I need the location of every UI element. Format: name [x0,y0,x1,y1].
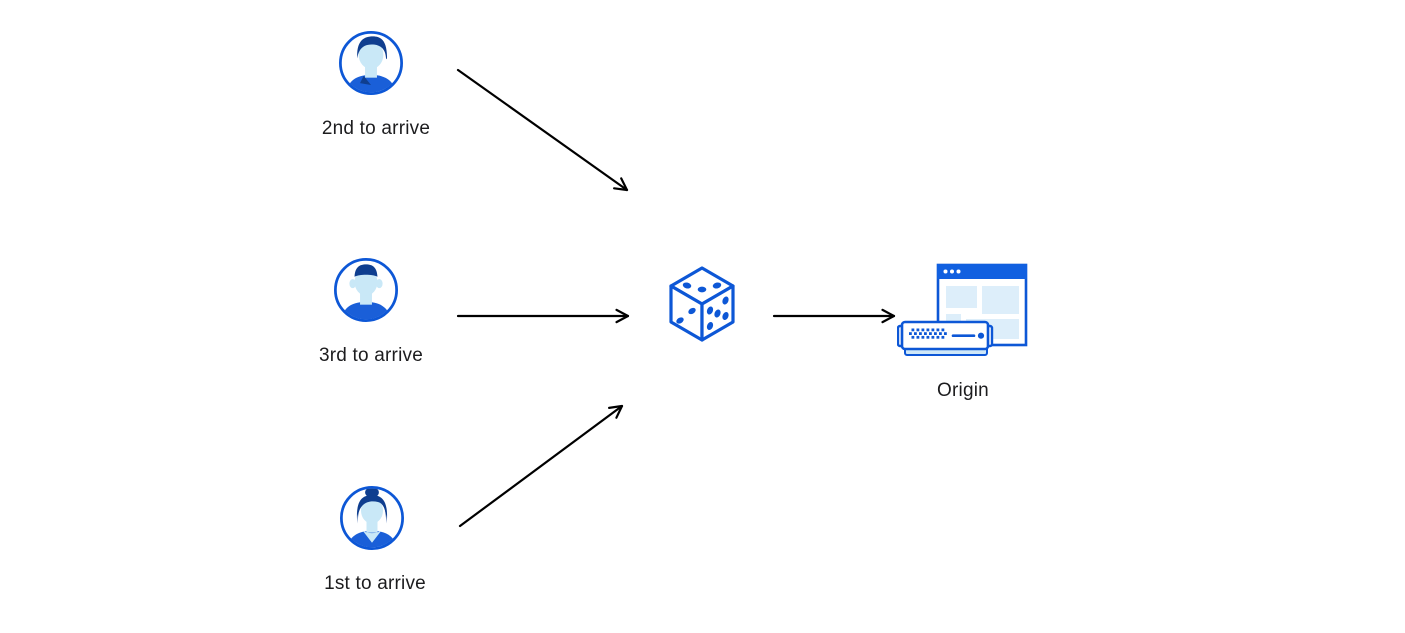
node-randomizer [667,264,737,351]
node-visitor-1st: 1st to arrive [324,485,426,594]
avatar-man-flat-top-icon [334,258,398,322]
origin-server-browser-icon [896,263,1028,356]
arrow-1st-to-dice [458,404,624,528]
dice-icon [669,266,735,342]
node-label-visitor-3rd: 3rd to arrive [319,345,423,366]
node-origin: Origin [896,262,1029,401]
node-label-origin: Origin [937,380,989,401]
server-icon [896,320,994,356]
node-label-visitor-2nd: 2nd to arrive [321,118,431,139]
avatar-woman-bun-icon [340,486,404,550]
arrow-3rd-to-dice [456,308,630,324]
arrow-dice-to-origin [772,308,896,324]
arrow-2nd-to-dice [456,68,629,192]
node-visitor-3rd: 3rd to arrive [319,257,423,366]
node-visitor-2nd: 2nd to arrive [322,30,430,139]
avatar-man-side-part-icon [339,31,403,95]
node-label-visitor-1st: 1st to arrive [324,573,426,594]
